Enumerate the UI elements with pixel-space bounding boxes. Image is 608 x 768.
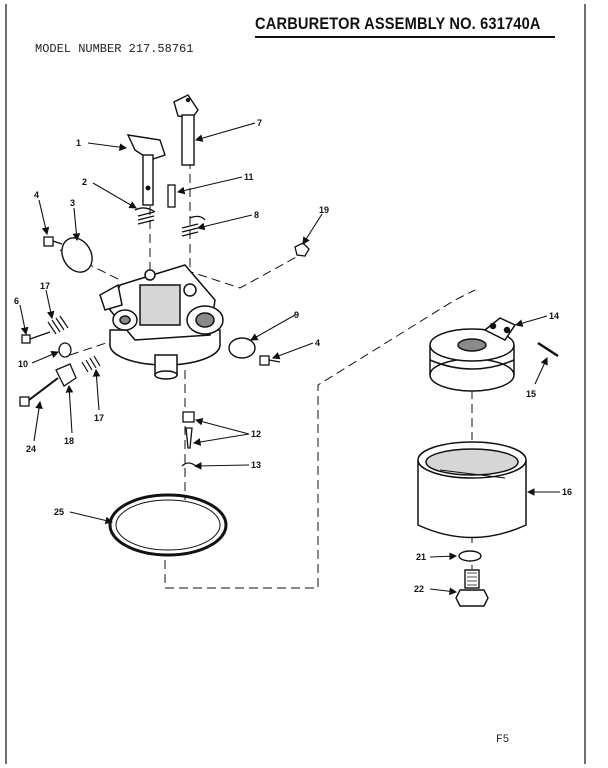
- diagram-title: CARBURETOR ASSEMBLY NO. 631740A: [255, 14, 541, 33]
- part-number-17-upper: 17: [40, 281, 50, 291]
- model-number: MODEL NUMBER 217.58761: [35, 42, 194, 56]
- choke-plate-screw-part: [259, 355, 281, 366]
- part-number-16: 16: [562, 487, 572, 497]
- part-number-1: 1: [76, 138, 81, 148]
- throttle-shaft-part: [126, 134, 166, 206]
- part-number-15: 15: [526, 389, 536, 399]
- nut-part: [294, 242, 310, 257]
- part-number-13: 13: [251, 460, 261, 470]
- part-number-17-lower: 17: [94, 413, 104, 423]
- part-number-3: 3: [70, 198, 75, 208]
- page-code: F5: [496, 734, 510, 746]
- part-number-4-upper: 4: [34, 190, 39, 200]
- throttle-spring-part: [134, 207, 156, 225]
- washer-part: [58, 342, 72, 358]
- part-number-24: 24: [26, 444, 36, 454]
- callout-arrows: [19, 122, 560, 596]
- throttle-plate-part: [61, 237, 93, 273]
- part-number-21: 21: [416, 552, 426, 562]
- throttle-plate-screw-part: [43, 236, 63, 247]
- title-underline: [255, 36, 555, 38]
- part-number-7: 7: [257, 118, 262, 128]
- idle-spring-part: [47, 315, 69, 335]
- part-number-2: 2: [82, 177, 87, 187]
- float-part: [429, 317, 517, 392]
- choke-plate-part: [228, 337, 256, 359]
- part-number-11: 11: [244, 172, 254, 182]
- bowl-washer-part: [458, 550, 482, 562]
- choke-spring-part: [181, 215, 206, 237]
- needle-seat-part: [181, 411, 197, 467]
- part-number-10: 10: [18, 359, 28, 369]
- mixture-screw-part: [19, 363, 77, 407]
- float-pin-part: [537, 341, 559, 358]
- part-number-14: 14: [549, 311, 559, 321]
- part-number-9: 9: [294, 310, 299, 320]
- bowl-gasket-part: [108, 493, 228, 557]
- mixture-spring-part: [81, 355, 101, 373]
- part-number-25: 25: [54, 507, 64, 517]
- part-number-6: 6: [14, 296, 19, 306]
- part-number-18: 18: [64, 436, 74, 446]
- part-number-4-lower: 4: [315, 338, 320, 348]
- choke-shaft-part: [173, 94, 199, 166]
- carburetor-body-part: [99, 264, 224, 380]
- assembly-guide-lines: [59, 150, 476, 589]
- part-number-8: 8: [254, 210, 259, 220]
- float-bowl-part: [417, 441, 527, 539]
- bowl-nut-part: [455, 569, 489, 607]
- part-number-22: 22: [414, 584, 424, 594]
- choke-pin-part: [167, 184, 176, 208]
- part-number-12: 12: [251, 429, 261, 439]
- part-number-19: 19: [319, 205, 329, 215]
